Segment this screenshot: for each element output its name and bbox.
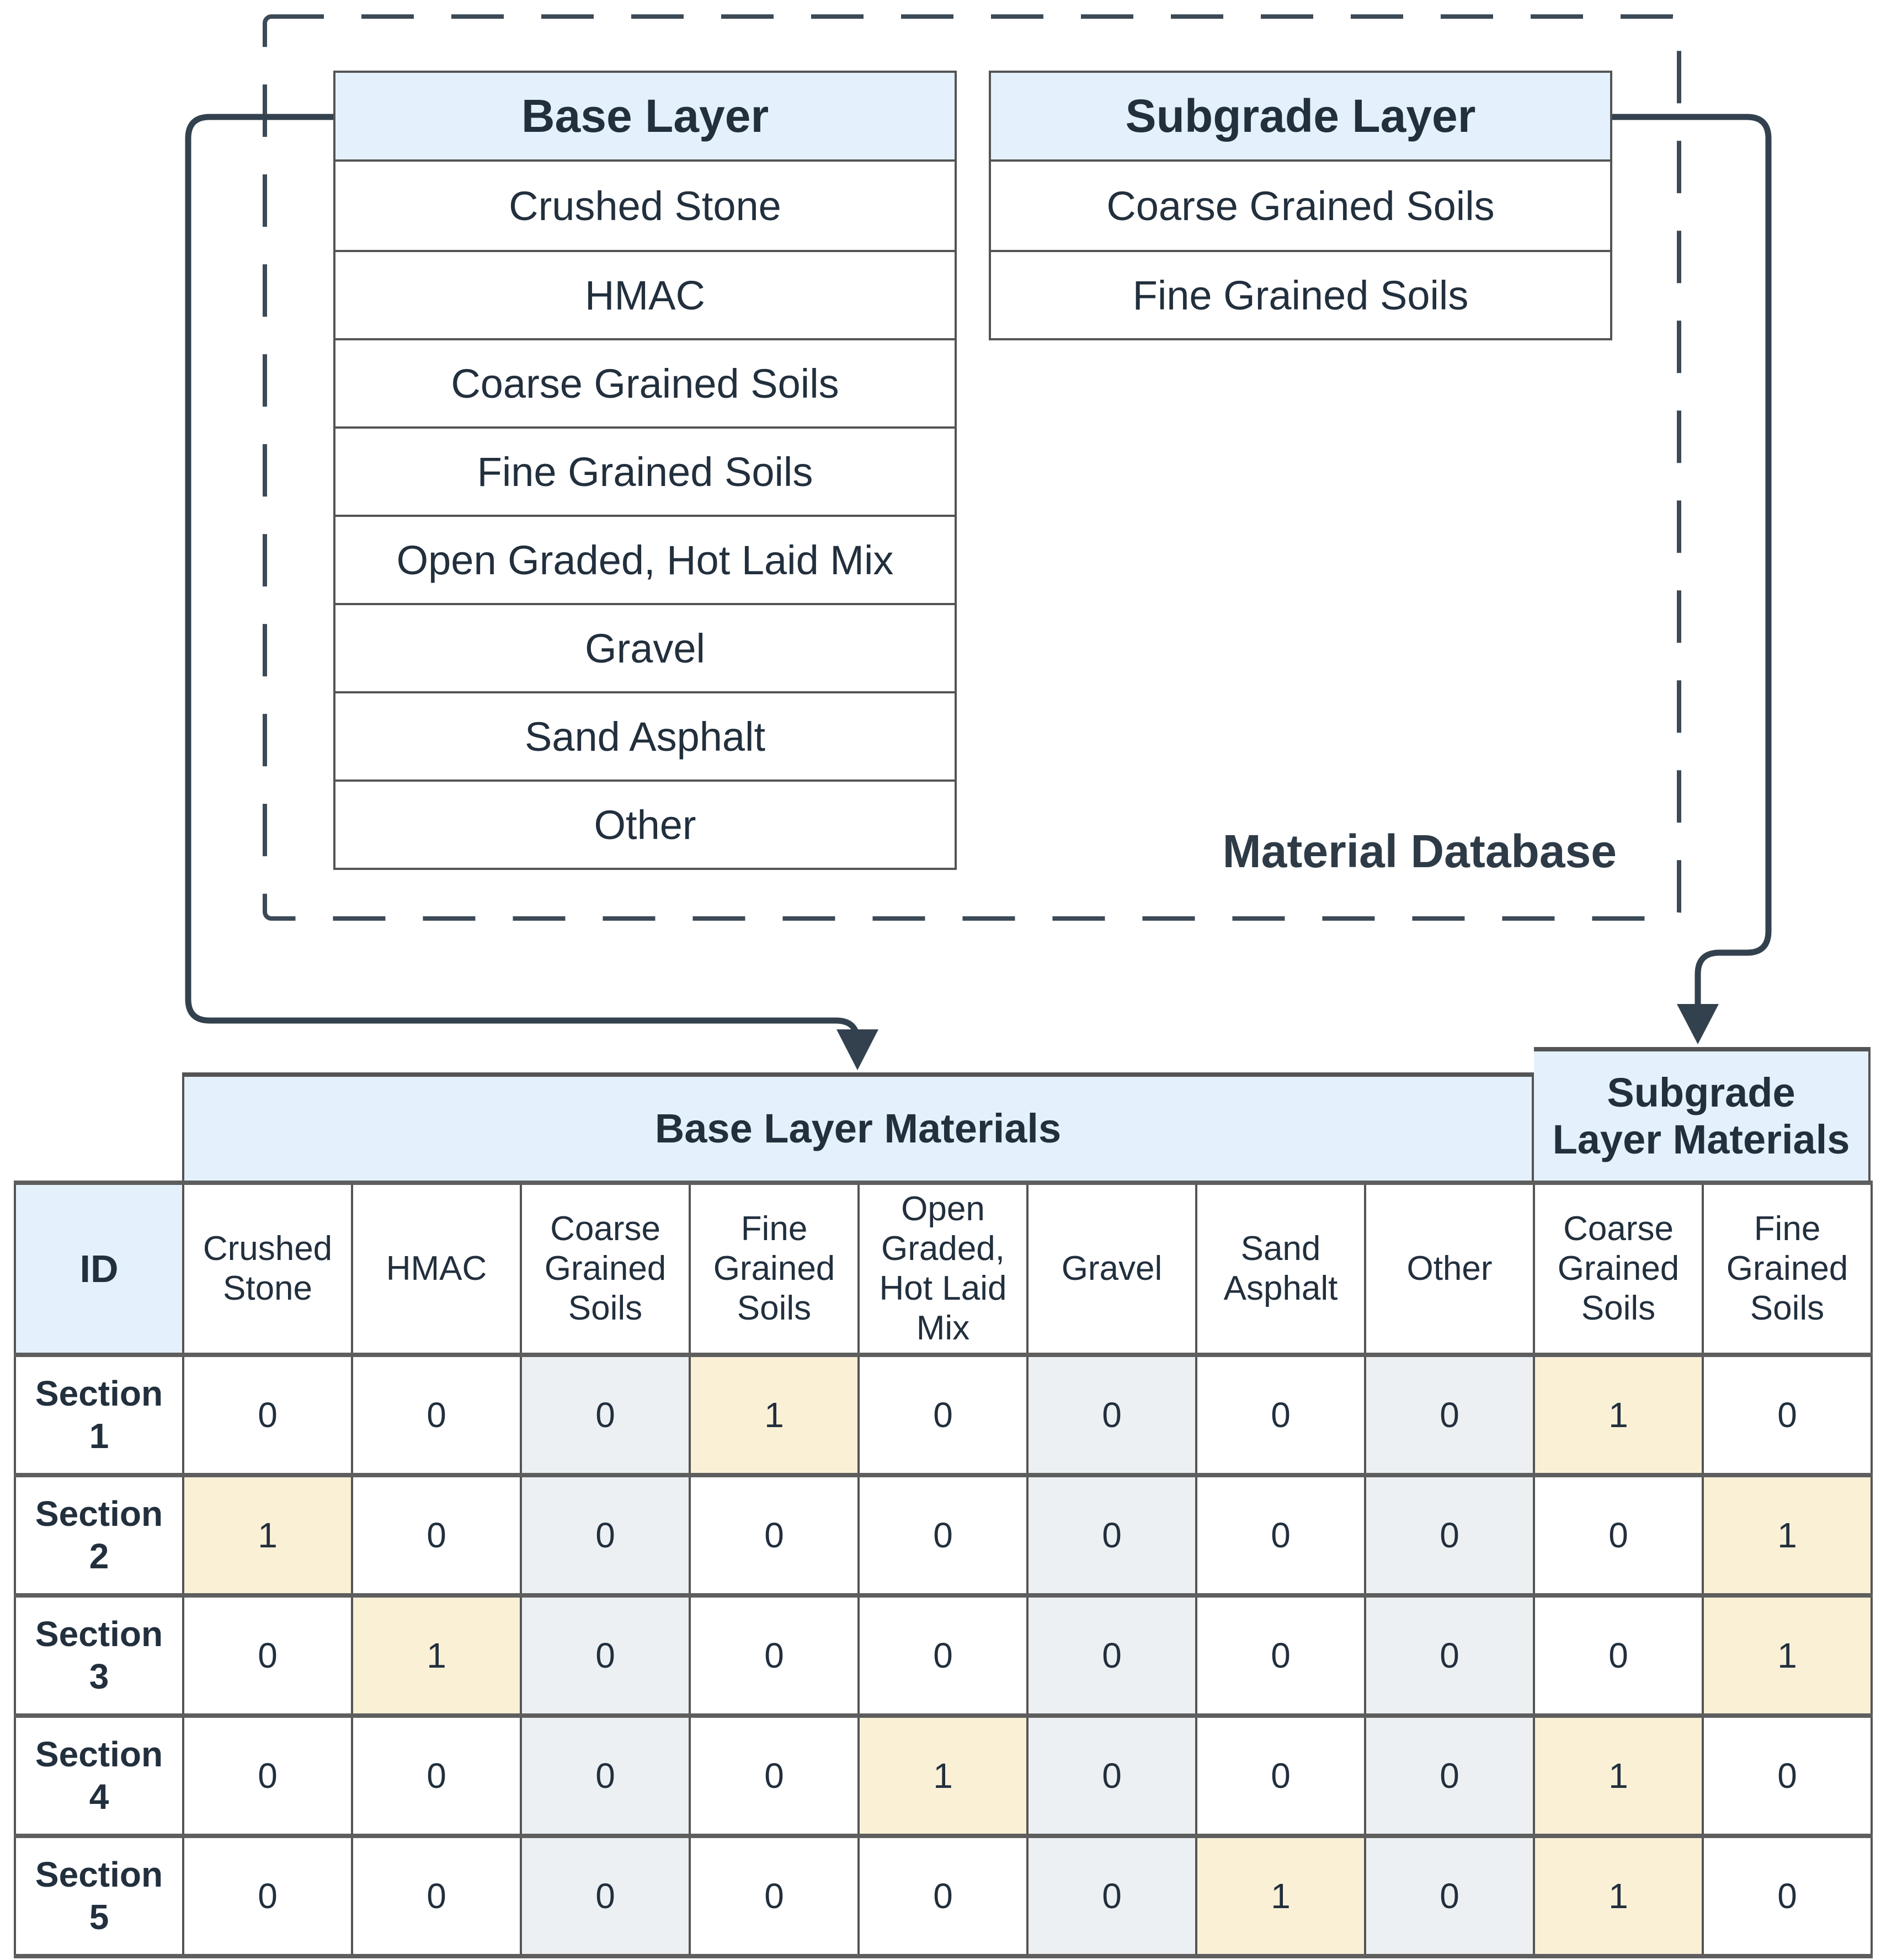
value-cell: 1 — [182, 1473, 353, 1598]
value-cell: 0 — [1364, 1593, 1535, 1718]
value-cell: 0 — [1026, 1593, 1197, 1718]
value-cell: 0 — [1026, 1473, 1197, 1598]
value-cell: 0 — [1195, 1593, 1366, 1718]
arrowhead-icon — [1677, 1004, 1719, 1044]
column-header: Fine Grained Soils — [1702, 1181, 1873, 1357]
value-cell: 0 — [1364, 1353, 1535, 1477]
value-cell: 0 — [1195, 1473, 1366, 1598]
value-cell: 0 — [182, 1593, 353, 1718]
row-header: Section 4 — [14, 1713, 184, 1838]
value-cell: 1 — [351, 1593, 522, 1718]
base-layer-list-item: Gravel — [335, 603, 955, 691]
row-header: Section 1 — [14, 1353, 184, 1477]
base-layer-list-item: Other — [335, 779, 955, 868]
value-cell: 0 — [520, 1473, 691, 1598]
value-cell: 1 — [1195, 1834, 1366, 1958]
value-cell: 1 — [1533, 1353, 1704, 1477]
value-cell: 1 — [1533, 1834, 1704, 1958]
base-layer-list-item: Sand Asphalt — [335, 691, 955, 779]
value-cell: 0 — [1195, 1353, 1366, 1477]
column-header: HMAC — [351, 1181, 522, 1357]
base-layer-list-item: Fine Grained Soils — [335, 426, 955, 515]
value-cell: 0 — [1195, 1713, 1366, 1838]
value-cell: 0 — [520, 1713, 691, 1838]
arrowhead-icon — [836, 1029, 878, 1070]
value-cell: 0 — [1364, 1834, 1535, 1958]
value-cell: 0 — [1533, 1473, 1704, 1598]
value-cell: 0 — [1026, 1353, 1197, 1477]
value-cell: 1 — [1702, 1593, 1873, 1718]
value-cell: 1 — [689, 1353, 860, 1477]
value-cell: 0 — [182, 1353, 353, 1477]
value-cell: 0 — [182, 1834, 353, 1958]
value-cell: 0 — [1026, 1713, 1197, 1838]
value-cell: 0 — [520, 1593, 691, 1718]
value-cell: 0 — [857, 1834, 1029, 1958]
column-header: Fine Grained Soils — [689, 1181, 860, 1357]
base-layer-list-item: Open Graded, Hot Laid Mix — [335, 515, 955, 603]
value-cell: 0 — [520, 1353, 691, 1477]
column-header: Crushed Stone — [182, 1181, 353, 1357]
value-cell: 0 — [1702, 1834, 1873, 1958]
value-cell: 0 — [351, 1353, 522, 1477]
base-layer-list-item: HMAC — [335, 250, 955, 338]
value-cell: 1 — [1702, 1473, 1873, 1598]
value-cell: 0 — [351, 1834, 522, 1958]
row-header: Section 5 — [14, 1834, 184, 1958]
subgrade-layer-connector-arrow — [1612, 114, 1772, 1044]
subgrade-layer-list-item: Coarse Grained Soils — [991, 162, 1610, 250]
column-header: Sand Asphalt — [1195, 1181, 1366, 1357]
column-header: Open Graded, Hot Laid Mix — [857, 1181, 1029, 1357]
subgrade-layer-title: Subgrade Layer — [991, 73, 1610, 162]
value-cell: 0 — [520, 1834, 691, 1958]
base-layer-list-item: Crushed Stone — [335, 162, 955, 250]
column-header: Other — [1364, 1181, 1535, 1357]
value-cell: 0 — [1364, 1713, 1535, 1838]
value-cell: 0 — [689, 1713, 860, 1838]
material-database-label: Material Database — [1222, 825, 1617, 877]
subgrade-layer-list-item: Fine Grained Soils — [991, 250, 1610, 338]
column-header: Gravel — [1026, 1181, 1197, 1357]
value-cell: 0 — [182, 1713, 353, 1838]
value-cell: 0 — [689, 1473, 860, 1598]
value-cell: 0 — [689, 1593, 860, 1718]
base-band-header: Base Layer Materials — [182, 1072, 1534, 1181]
value-cell: 0 — [1702, 1353, 1873, 1477]
value-cell: 0 — [1364, 1473, 1535, 1598]
value-cell: 0 — [857, 1353, 1029, 1477]
subgrade-band-header: Subgrade Layer Materials — [1534, 1047, 1871, 1181]
id-header: ID — [14, 1181, 184, 1357]
value-cell: 0 — [1026, 1834, 1197, 1958]
value-cell: 0 — [351, 1713, 522, 1838]
column-header: Coarse Grained Soils — [1533, 1181, 1704, 1357]
column-header: Coarse Grained Soils — [520, 1181, 691, 1357]
row-header: Section 3 — [14, 1593, 184, 1718]
base-layer-list-item: Coarse Grained Soils — [335, 338, 955, 426]
value-cell: 1 — [1533, 1713, 1704, 1838]
row-header: Section 2 — [14, 1473, 184, 1598]
value-cell: 0 — [857, 1593, 1029, 1718]
value-cell: 0 — [351, 1473, 522, 1598]
base-layer-title: Base Layer — [335, 73, 955, 162]
value-cell: 0 — [1702, 1713, 1873, 1838]
value-cell: 1 — [857, 1713, 1029, 1838]
value-cell: 0 — [689, 1834, 860, 1958]
value-cell: 0 — [1533, 1593, 1704, 1718]
value-cell: 0 — [857, 1473, 1029, 1598]
